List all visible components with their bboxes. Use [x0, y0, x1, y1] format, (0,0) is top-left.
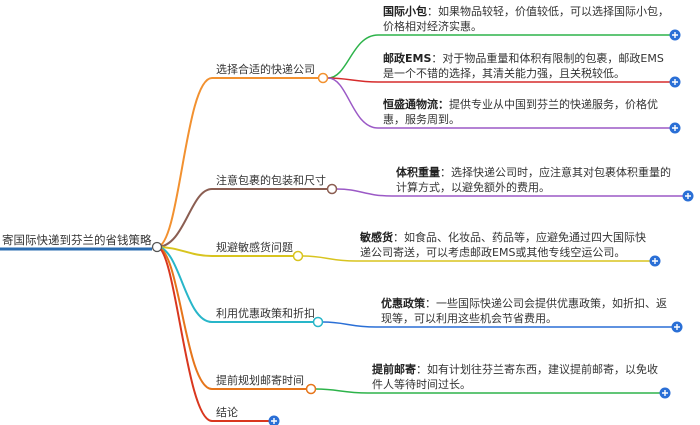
ring-node-icon[interactable] — [326, 183, 338, 195]
leaf-title: 优惠政策 — [381, 297, 425, 310]
plus-circle-icon[interactable] — [669, 76, 681, 88]
leaf-title: 恒盛通物流： — [383, 98, 449, 111]
branch-curve-5 — [156, 246, 311, 390]
plus-circle-icon[interactable] — [682, 190, 694, 202]
leaf-curve-3-1 — [302, 255, 651, 262]
ring-node-icon[interactable] — [305, 383, 317, 395]
leaf-title: 提前邮寄 — [372, 363, 416, 376]
leaf-sensitive-goods[interactable]: 敏感货：如食品、化妆品、药品等，应避免通过四大国际快递公司寄送，可以考虑邮政EM… — [360, 230, 648, 260]
leaf-text: ：一些国际快递公司会提供优惠政策，如折扣、返现等，可以利用这些机会节省费用。 — [381, 297, 667, 325]
leaf-postal-ems[interactable]: 邮政EMS：对于物品重量和体积有限制的包裹，邮政EMS是一个不错的选择，其清关能… — [383, 51, 670, 81]
leaf-hengshengtong-logistics[interactable]: 恒盛通物流：提供专业从中国到芬兰的快递服务，价格优惠，服务周到。 — [383, 97, 670, 127]
branch-curve-4 — [156, 246, 318, 323]
plus-circle-icon[interactable] — [671, 321, 683, 333]
ring-node-icon[interactable] — [317, 72, 329, 84]
leaf-curve-1-1 — [327, 34, 670, 79]
branch-label-packaging[interactable]: 注意包裹的包装和尺寸 — [216, 174, 326, 187]
ring-node-icon[interactable] — [292, 250, 304, 262]
leaf-text: ：如有计划往芬兰寄东西，建议提前邮寄，以免收件人等待时间过长。 — [372, 363, 658, 391]
leaf-curve-4-1 — [322, 321, 673, 328]
ring-node-icon[interactable] — [151, 241, 163, 253]
root-node-label[interactable]: 寄国际快递到芬兰的省钱策略 — [2, 233, 152, 247]
leaf-title: 体积重量 — [396, 166, 440, 179]
plus-circle-icon[interactable] — [669, 122, 681, 134]
leaf-text: ：对于物品重量和体积有限制的包裹，邮政EMS是一个不错的选择，其清关能力强，且关… — [383, 52, 664, 80]
branch-label-choose-courier[interactable]: 选择合适的快递公司 — [216, 63, 315, 76]
leaf-discount-policy[interactable]: 优惠政策：一些国际快递公司会提供优惠政策，如折扣、返现等，可以利用这些机会节省费… — [381, 296, 671, 326]
leaf-volume-weight[interactable]: 体积重量：选择快递公司时，应注意其对包裹体积重量的计算方式，以避免额外的费用。 — [396, 165, 680, 195]
leaf-curve-1-2 — [327, 77, 670, 83]
branch-curve-2 — [156, 188, 332, 248]
branch-label-sensitive-goods[interactable]: 规避敏感货问题 — [216, 241, 293, 254]
plus-circle-icon[interactable] — [649, 255, 661, 267]
branch-curve-6 — [156, 246, 270, 422]
plus-circle-icon[interactable] — [669, 29, 681, 41]
leaf-title: 敏感货 — [360, 231, 393, 244]
branch-label-plan-ahead[interactable]: 提前规划邮寄时间 — [216, 374, 304, 387]
leaf-curve-1-3 — [327, 77, 670, 129]
leaf-text: ：如食品、化妆品、药品等，应避免通过四大国际快递公司寄送，可以考虑邮政EMS或其… — [360, 231, 646, 259]
branch-label-conclusion[interactable]: 结论 — [216, 406, 238, 419]
leaf-title: 国际小包 — [383, 5, 427, 18]
leaf-text: ：选择快递公司时，应注意其对包裹体积重量的计算方式，以避免额外的费用。 — [396, 166, 671, 194]
branch-label-discounts[interactable]: 利用优惠政策和折扣 — [216, 307, 315, 320]
branch-curve-3 — [156, 246, 298, 257]
leaf-early-shipping[interactable]: 提前邮寄：如有计划往芬兰寄东西，建议提前邮寄，以免收件人等待时间过长。 — [372, 362, 658, 392]
leaf-title: 邮政EMS — [383, 52, 432, 65]
plus-circle-icon[interactable] — [659, 387, 671, 399]
leaf-text: 提供专业从中国到芬兰的快递服务，价格优惠，服务周到。 — [383, 98, 658, 126]
branch-curve-1 — [156, 77, 323, 248]
leaf-text: ：如果物品较轻，价值较低，可以选择国际小包，价格相对经济实惠。 — [383, 5, 669, 33]
leaf-curve-5-1 — [315, 388, 661, 394]
leaf-curve-2-1 — [336, 188, 684, 197]
plus-circle-icon[interactable] — [268, 415, 280, 425]
ring-node-icon[interactable] — [312, 316, 324, 328]
leaf-international-parcel[interactable]: 国际小包：如果物品较轻，价值较低，可以选择国际小包，价格相对经济实惠。 — [383, 4, 670, 34]
